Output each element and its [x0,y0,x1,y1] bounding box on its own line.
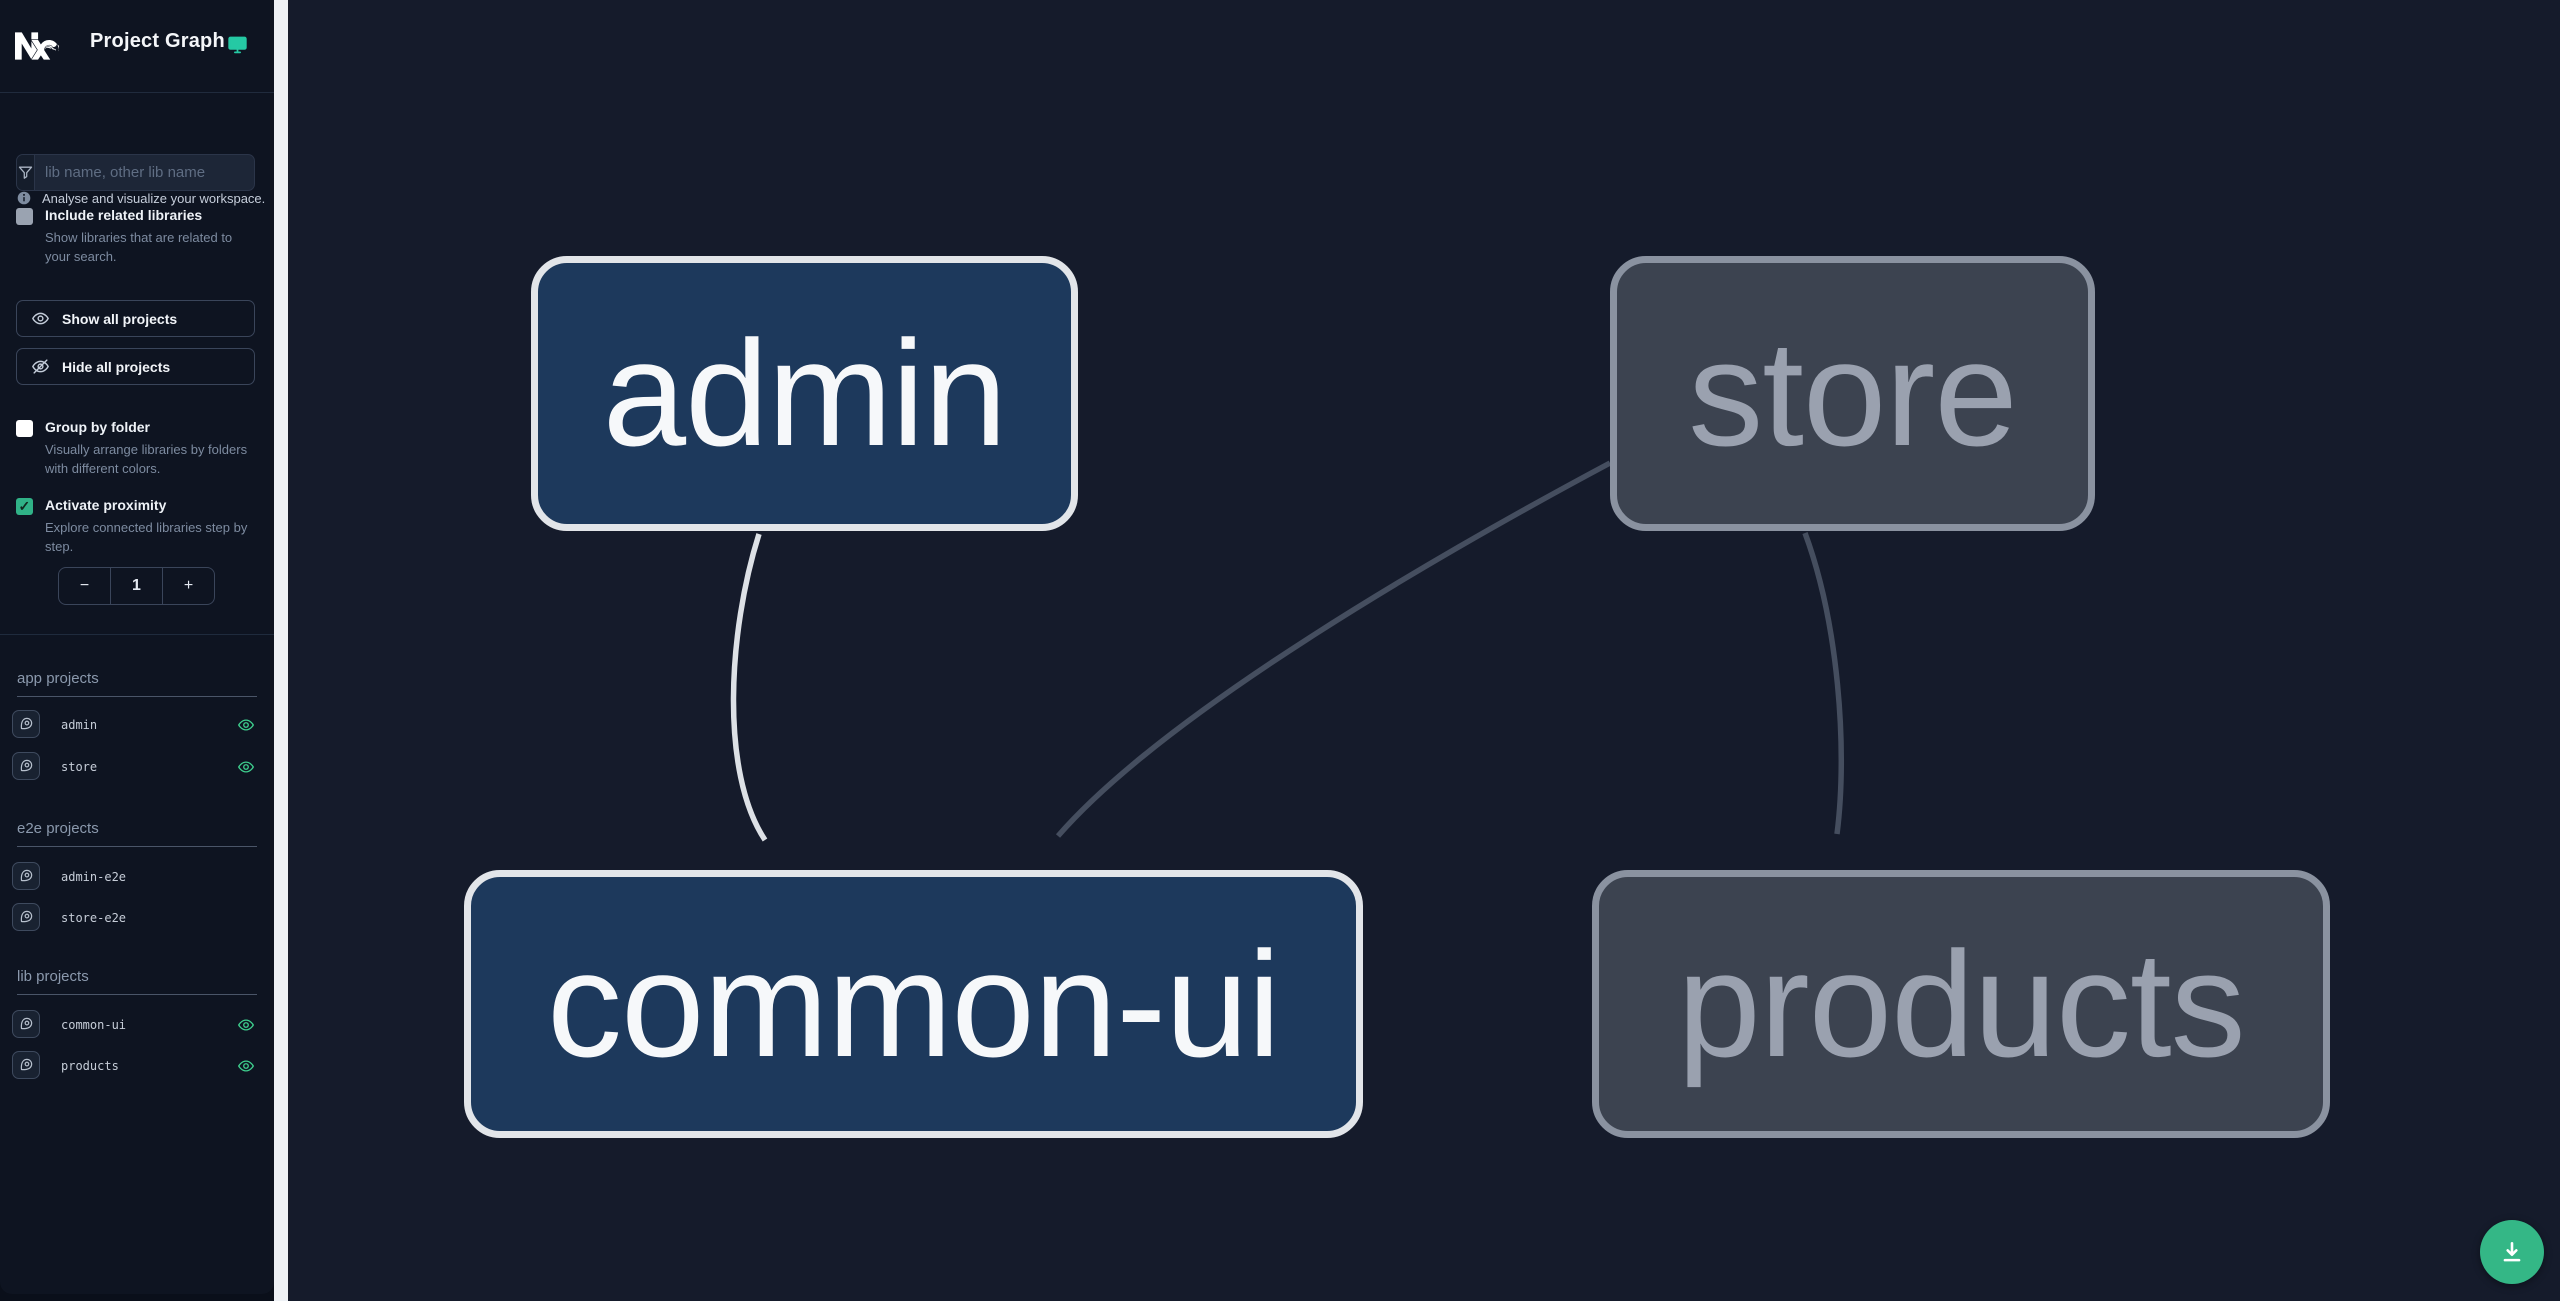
sidebar-header: Project Graph [0,0,274,93]
focus-project-button[interactable] [12,752,40,780]
project-name[interactable]: admin-e2e [61,870,127,884]
sidebar-divider [0,634,274,635]
group-by-folder-label: Group by folder [45,419,150,435]
graph-node-store[interactable]: store [1610,256,2095,531]
map-pin-icon [20,1058,33,1071]
map-pin-icon [20,759,33,772]
include-related-label: Include related libraries [45,207,203,223]
project-name[interactable]: store [61,760,98,774]
proximity-stepper: − 1 + [58,567,215,605]
focus-project-button[interactable] [12,710,40,738]
proximity-increment-button[interactable]: + [162,568,214,604]
project-row-products: products [0,1051,274,1081]
tagline-row: Analyse and visualize your workspace. [0,93,274,206]
map-pin-icon [20,1017,33,1030]
filter-bar [16,154,255,191]
eye-icon [238,1060,254,1072]
monitor-icon [228,36,247,54]
map-pin-icon [20,717,33,730]
show-all-projects-label: Show all projects [62,310,178,327]
project-row-admin: admin [0,710,274,740]
project-row-store-e2e: store-e2e [0,903,274,933]
graph-node-products[interactable]: products [1592,870,2330,1138]
activate-proximity-checkbox[interactable] [16,498,33,515]
filter-funnel-icon [18,166,33,179]
download-icon [2503,1242,2521,1262]
graph-canvas[interactable]: admin store common-ui products [288,0,2560,1301]
project-name[interactable]: common-ui [61,1018,127,1032]
proximity-value: 1 [132,577,141,594]
include-related-description: Show libraries that are related to your … [45,230,233,264]
section-title-app-projects: app projects [17,670,257,697]
hide-all-projects-label: Hide all projects [62,358,171,375]
activate-proximity-description: Explore connected libraries step by step… [45,520,248,554]
toggle-visibility-eye-button[interactable] [237,1016,255,1034]
activate-proximity-label: Activate proximity [45,497,167,513]
page-title: Project Graph [90,30,225,52]
group-by-folder-checkbox[interactable] [16,420,33,437]
project-row-store: store [0,752,274,782]
download-image-button[interactable] [2480,1220,2544,1284]
show-all-projects-button[interactable]: Show all projects [16,300,255,337]
graph-node-admin[interactable]: admin [531,256,1078,531]
project-name[interactable]: admin [61,718,98,732]
eye-slash-icon [32,359,49,374]
edge-store-to-products [1802,532,1845,835]
sidebar: Project Graph Analyse and visualize your… [0,0,274,1294]
sidebar-resize-gutter[interactable] [274,0,288,1301]
node-label: admin [602,309,1008,477]
eye-icon [238,719,254,731]
section-title-e2e-projects: e2e projects [17,820,257,847]
eye-icon [32,312,49,325]
eye-icon [238,1019,254,1031]
toggle-visibility-eye-button[interactable] [237,1057,255,1075]
project-name[interactable]: store-e2e [61,911,127,925]
info-icon [17,191,31,205]
nx-logo-icon [15,32,59,60]
node-label: products [1677,919,2245,1088]
focus-project-button[interactable] [12,1010,40,1038]
map-pin-icon [20,910,33,923]
focus-project-button[interactable] [12,862,40,890]
node-label: store [1688,309,2017,477]
filter-input[interactable] [35,155,254,190]
section-title-lib-projects: lib projects [17,968,257,995]
tagline-text: Analyse and visualize your workspace. [42,191,266,206]
graph-node-common-ui[interactable]: common-ui [464,870,1363,1138]
hide-all-projects-button[interactable]: Hide all projects [16,348,255,385]
graph-edges [730,460,1845,842]
proximity-decrement-button[interactable]: − [59,568,111,604]
toggle-visibility-eye-button[interactable] [237,758,255,776]
eye-icon [238,761,254,773]
group-by-folder-description: Visually arrange libraries by folders wi… [45,442,248,476]
focus-project-button[interactable] [12,903,40,931]
edge-admin-to-common-ui [730,533,768,842]
node-label: common-ui [547,919,1281,1088]
edge-store-to-common-ui [1055,460,1612,838]
map-pin-icon [20,869,33,882]
project-name[interactable]: products [61,1059,119,1073]
include-related-checkbox[interactable] [16,208,33,225]
toggle-visibility-eye-button[interactable] [237,716,255,734]
project-row-common-ui: common-ui [0,1010,274,1040]
filter-icon-cell [17,155,35,190]
project-row-admin-e2e: admin-e2e [0,862,274,892]
focus-project-button[interactable] [12,1051,40,1079]
